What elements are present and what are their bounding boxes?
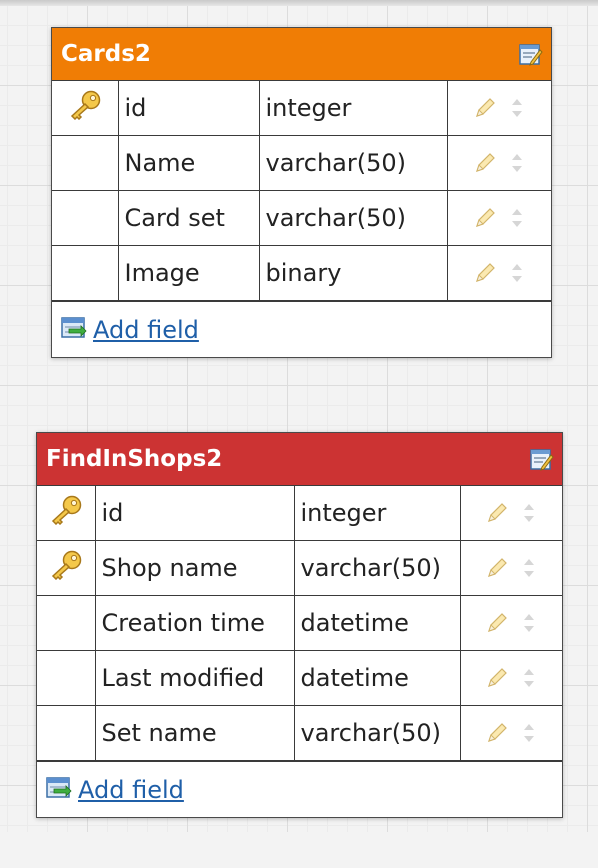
add-field-row: Add field [37,761,562,817]
pencil-icon[interactable] [486,667,508,689]
key-cell [52,80,119,136]
pencil-icon[interactable] [474,97,496,119]
add-field-icon[interactable] [46,776,72,804]
field-name: id [94,485,295,541]
field-type: binary [258,245,448,301]
field-name: Image [117,245,260,301]
pencil-icon[interactable] [486,502,508,524]
pencil-icon[interactable] [474,262,496,284]
edit-table-icon[interactable] [530,447,554,471]
canvas-top-edge [0,0,598,6]
table-name: Cards2 [61,41,151,67]
field-type: integer [293,485,461,541]
field-type: varchar(50) [293,705,461,761]
field-name: id [117,80,260,136]
key-icon [49,495,83,531]
table-name: FindInShops2 [46,446,223,472]
key-cell [52,135,119,191]
table-header[interactable]: Cards2 [52,28,551,80]
add-field-icon[interactable] [61,316,87,344]
key-cell [37,650,96,706]
up-down-arrows-icon[interactable] [522,666,536,690]
pencil-icon[interactable] [474,207,496,229]
field-actions [446,190,551,246]
field-type: integer [258,80,448,136]
pencil-icon[interactable] [486,722,508,744]
field-actions [459,485,562,541]
field-actions [446,80,551,136]
field-actions [446,135,551,191]
field-name: Card set [117,190,260,246]
pencil-icon[interactable] [486,557,508,579]
table-header[interactable]: FindInShops2 [37,433,562,485]
canvas-bottom-area [0,832,598,868]
field-actions [459,705,562,761]
key-icon [49,550,83,586]
up-down-arrows-icon[interactable] [522,556,536,580]
field-name: Set name [94,705,295,761]
key-cell [52,245,119,301]
up-down-arrows-icon[interactable] [510,96,524,120]
up-down-arrows-icon[interactable] [510,261,524,285]
field-name: Creation time [94,595,295,651]
pencil-icon[interactable] [486,612,508,634]
field-type: varchar(50) [293,540,461,596]
field-name: Name [117,135,260,191]
add-field-link[interactable]: Add field [78,775,184,804]
field-actions [459,540,562,596]
field-actions [446,245,551,301]
up-down-arrows-icon[interactable] [510,151,524,175]
field-type: datetime [293,650,461,706]
add-field-link[interactable]: Add field [93,315,199,344]
field-name: Last modified [94,650,295,706]
field-actions [459,595,562,651]
add-field-row: Add field [52,301,551,357]
up-down-arrows-icon[interactable] [522,501,536,525]
key-cell [37,485,96,541]
pencil-icon[interactable] [474,152,496,174]
key-cell [37,595,96,651]
up-down-arrows-icon[interactable] [522,611,536,635]
key-icon [68,90,102,126]
field-type: datetime [293,595,461,651]
field-actions [459,650,562,706]
up-down-arrows-icon[interactable] [522,721,536,745]
up-down-arrows-icon[interactable] [510,206,524,230]
field-name: Shop name [94,540,295,596]
key-cell [37,540,96,596]
field-type: varchar(50) [258,190,448,246]
field-type: varchar(50) [258,135,448,191]
key-cell [37,705,96,761]
edit-table-icon[interactable] [519,42,543,66]
key-cell [52,190,119,246]
